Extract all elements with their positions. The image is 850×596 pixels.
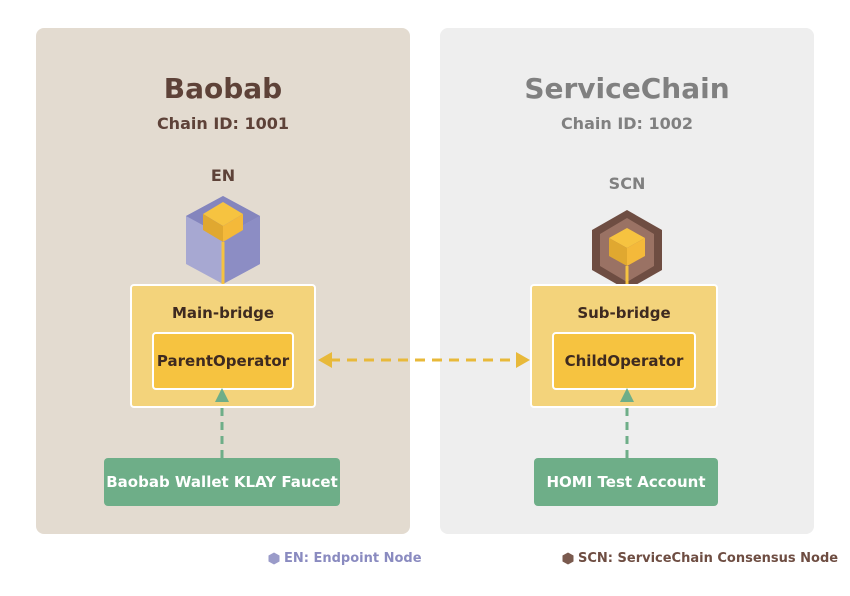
parent-operator-box: ParentOperator xyxy=(152,332,294,390)
servicechain-title: ServiceChain xyxy=(524,72,730,105)
arrow-right-icon xyxy=(516,352,530,368)
baobab-title: Baobab xyxy=(163,72,283,105)
scn-legend-icon xyxy=(562,552,574,565)
main-bridge-box: Main-bridge ParentOperator xyxy=(130,284,316,408)
legend-scn: SCN: ServiceChain Consensus Node xyxy=(562,551,838,566)
baobab-chain-id: Chain ID: 1001 xyxy=(156,114,290,133)
scn-node-label: SCN xyxy=(608,174,646,193)
main-bridge-label: Main-bridge xyxy=(171,304,275,322)
legend-en-text: EN: Endpoint Node xyxy=(284,551,422,566)
legend-scn-text: SCN: ServiceChain Consensus Node xyxy=(578,551,839,566)
sub-bridge-box: Sub-bridge ChildOperator xyxy=(530,284,718,408)
arrow-up-icon xyxy=(215,388,229,402)
homi-test-account: HOMI Test Account xyxy=(534,458,718,506)
child-operator-box: ChildOperator xyxy=(552,332,696,390)
arrow-up-icon xyxy=(620,388,634,402)
sub-bridge-label: Sub-bridge xyxy=(577,304,671,322)
arrow-left-icon xyxy=(318,352,332,368)
servicechain-chain-id: Chain ID: 1002 xyxy=(560,114,694,133)
baobab-faucet-account: Baobab Wallet KLAY Faucet xyxy=(104,458,340,506)
en-node-label: EN xyxy=(210,166,236,185)
en-legend-icon xyxy=(268,552,280,565)
scn-hexagon-cube-icon xyxy=(592,210,662,294)
baobab-panel: Baobab Chain ID: 1001 EN Main-bridge Par… xyxy=(36,28,410,534)
legend-en: EN: Endpoint Node xyxy=(268,551,422,566)
en-cube-icon xyxy=(186,196,260,288)
servicechain-panel: ServiceChain Chain ID: 1002 SCN Sub-brid… xyxy=(440,28,814,534)
